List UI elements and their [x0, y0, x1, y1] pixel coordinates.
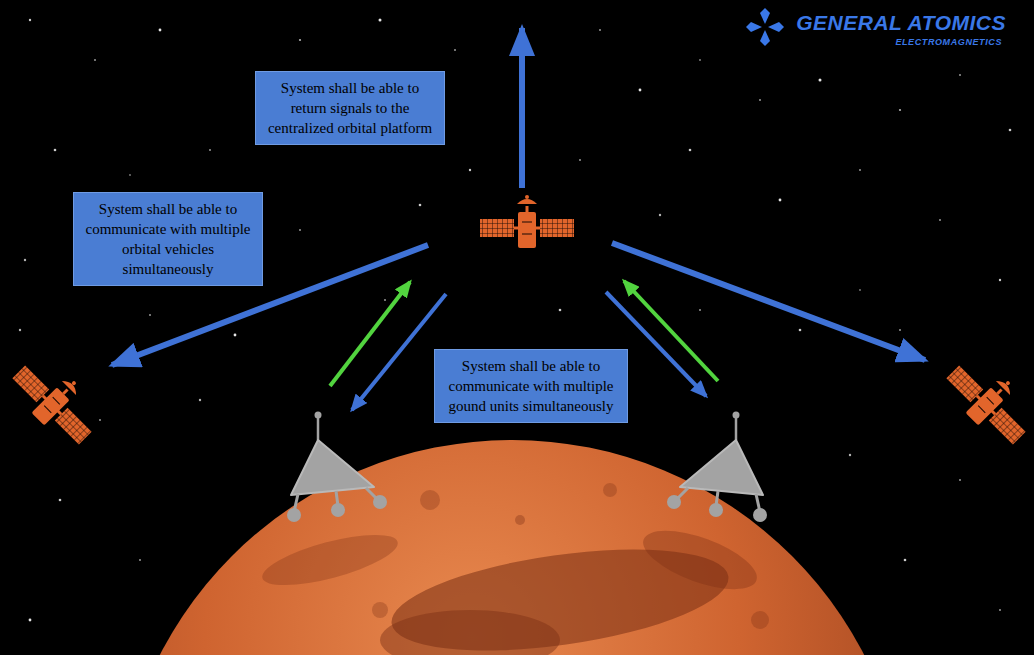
crater	[515, 515, 525, 525]
star	[899, 109, 901, 111]
star	[94, 59, 96, 61]
logo-mark	[746, 8, 784, 46]
crater	[420, 490, 440, 510]
star	[199, 399, 201, 401]
dark-region	[258, 524, 403, 595]
star	[579, 159, 581, 161]
crater	[751, 611, 769, 629]
star	[559, 309, 562, 312]
star	[939, 219, 941, 221]
star	[129, 174, 131, 176]
star	[299, 39, 301, 41]
ground-lander	[667, 412, 767, 523]
star	[234, 334, 237, 337]
dark-region	[636, 519, 764, 601]
requirement-text: System shall be able to communicate with…	[80, 199, 256, 279]
star	[999, 279, 1001, 281]
star	[799, 329, 802, 332]
star	[904, 559, 907, 562]
star	[779, 199, 782, 202]
star	[24, 259, 26, 261]
star	[54, 149, 57, 152]
requirement-text: System shall be able to return signals t…	[262, 78, 438, 138]
star	[699, 59, 701, 61]
star	[299, 229, 301, 231]
central-satellite	[480, 195, 574, 248]
crater	[372, 602, 388, 618]
star	[99, 419, 101, 421]
star	[759, 99, 761, 101]
star	[209, 149, 211, 151]
logo-subtitle: ELECTROMAGNETICS	[895, 37, 1002, 47]
crosslink-arrow	[612, 243, 925, 360]
star	[659, 214, 661, 216]
requirement-text: System shall be able to communicate with…	[441, 356, 621, 416]
star	[159, 29, 162, 32]
star	[419, 204, 422, 207]
star	[29, 19, 31, 21]
return-arrow	[624, 281, 718, 381]
logo-wordmark: GENERAL ATOMICS	[796, 11, 1006, 35]
crater	[603, 483, 617, 497]
orbital-satellite	[939, 348, 1034, 452]
star	[1009, 129, 1012, 132]
requirement-box: System shall be able to communicate with…	[434, 349, 628, 423]
return-arrow	[330, 282, 410, 386]
planet-disc	[116, 440, 908, 655]
star	[639, 89, 642, 92]
orbital-satellite	[5, 348, 109, 452]
downlink-arrow	[352, 294, 446, 410]
ground-lander	[287, 412, 387, 523]
mars-planet	[116, 440, 908, 655]
star	[899, 329, 901, 331]
star	[699, 309, 701, 311]
star	[379, 19, 382, 22]
star	[819, 79, 822, 82]
star	[59, 499, 62, 502]
dark-region	[380, 610, 560, 655]
logo-petal	[760, 8, 770, 24]
uplink-arrow	[519, 28, 525, 188]
star	[139, 559, 141, 561]
star	[454, 49, 456, 51]
star	[599, 29, 601, 31]
logo-petal	[746, 22, 762, 32]
logo-petal	[768, 22, 784, 32]
requirement-box: System shall be able to communicate with…	[73, 192, 263, 286]
star	[859, 169, 861, 171]
logo-petal	[760, 30, 770, 46]
star	[469, 169, 471, 171]
star	[959, 479, 961, 481]
star	[689, 149, 692, 152]
star	[19, 329, 21, 331]
star	[384, 299, 386, 301]
star	[149, 314, 151, 316]
star	[999, 609, 1001, 611]
requirement-box: System shall be able to return signals t…	[255, 71, 445, 145]
star	[29, 619, 32, 622]
star	[859, 289, 861, 291]
star	[959, 74, 961, 76]
star	[849, 454, 851, 456]
